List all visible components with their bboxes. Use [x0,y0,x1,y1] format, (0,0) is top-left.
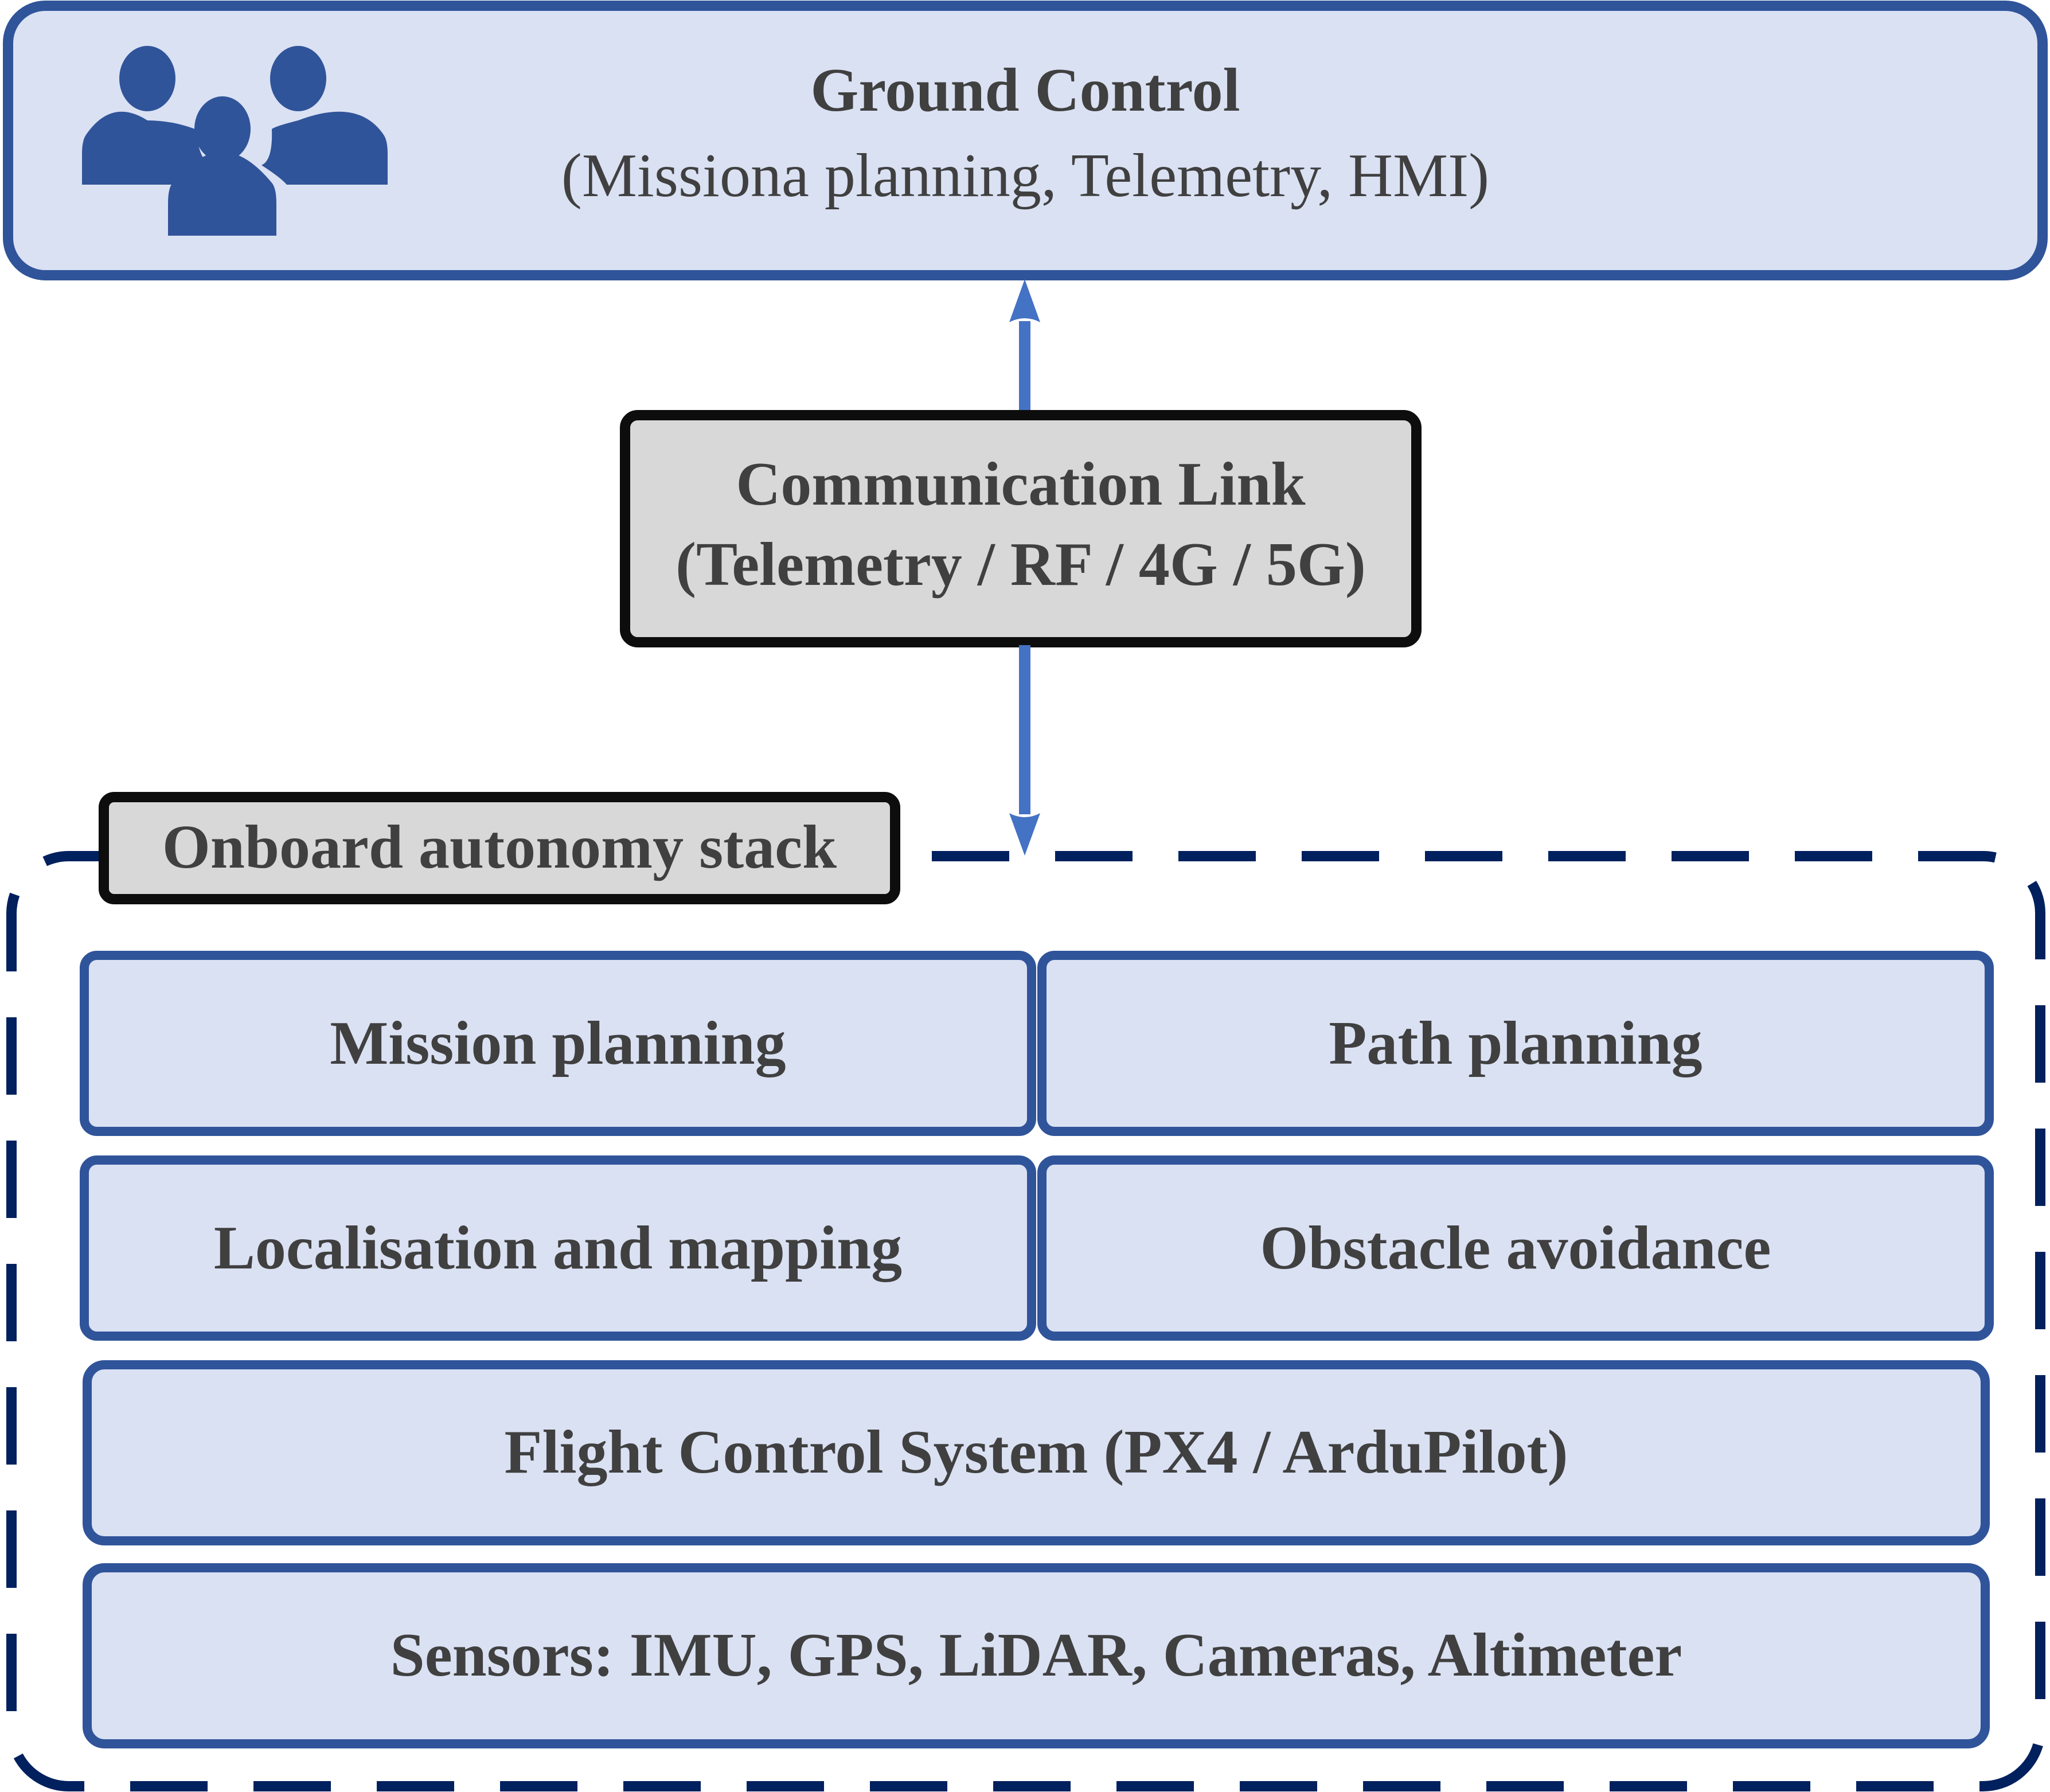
onboard-stack-label-block: Onboard autonomy stack [99,792,900,904]
mission-planning-label: Mission planning [330,1009,786,1077]
arrow-up-head [1009,279,1040,322]
downlink-arrow [1009,645,1040,856]
flight-control-box [83,1360,1990,1545]
sensors-label: Sensors: IMU, GPS, LiDAR, Cameras, Altim… [391,1621,1682,1689]
obstacle-avoidance-label: Obstacle avoidance [1260,1214,1771,1282]
communication-link-block: Communication Link (Telemetry / RF / 4G … [620,410,1422,647]
uplink-arrow [1009,279,1040,416]
onboard-stack-label: Onboard autonomy stack [162,813,837,881]
communication-link-subtitle: (Telemetry / RF / 4G / 5G) [675,530,1366,599]
ground-control-box [3,1,2048,280]
onboard-stack-label-box [99,792,900,904]
module-flight-control: Flight Control System (PX4 / ArduPilot) [83,1360,1990,1545]
communication-link-box [620,410,1422,647]
communication-link-title: Communication Link [736,450,1305,518]
flight-control-label: Flight Control System (PX4 / ArduPilot) [505,1418,1568,1486]
localisation-mapping-label: Localisation and mapping [214,1214,902,1282]
module-sensors: Sensors: IMU, GPS, LiDAR, Cameras, Altim… [83,1563,1990,1748]
mission-planning-box [80,951,1036,1136]
onboard-stack-container [6,851,2045,1791]
ground-control-subtitle: (Missiona planning, Telemetry, HMI) [561,142,1489,210]
ground-control-title: Ground Control [810,56,1240,124]
module-localisation-mapping: Localisation and mapping [80,1155,1036,1341]
module-path-planning: Path planning [1037,951,1994,1136]
module-mission-planning: Mission planning [80,951,1036,1136]
path-planning-label: Path planning [1329,1009,1702,1077]
localisation-mapping-box [80,1155,1036,1341]
arrow-down-head [1009,813,1040,856]
module-obstacle-avoidance: Obstacle avoidance [1037,1155,1994,1341]
path-planning-box [1037,951,1994,1136]
people-group-icon [82,46,388,236]
sensors-box [83,1563,1990,1748]
ground-control-block: Ground Control (Missiona planning, Telem… [3,1,2048,280]
obstacle-avoidance-box [1037,1155,1994,1341]
